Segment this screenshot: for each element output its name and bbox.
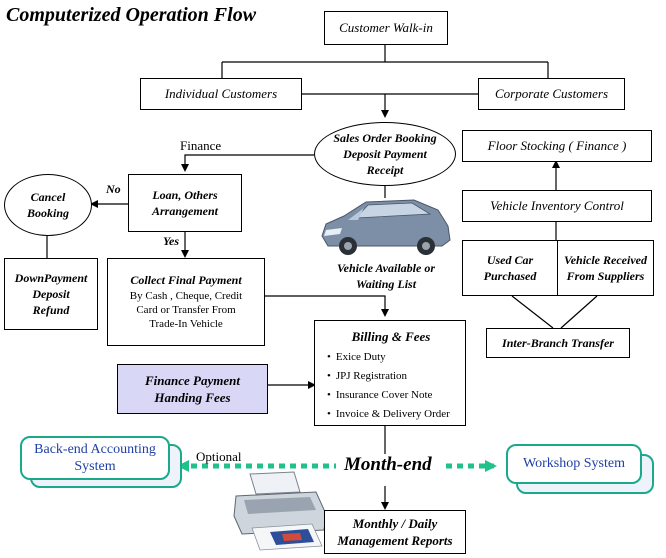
vehicle-available-label: Vehicle Available or Waiting List <box>318 260 454 292</box>
downpayment-line-2: Deposit <box>32 287 70 301</box>
floor-stocking-label: Floor Stocking ( Finance ) <box>487 138 627 153</box>
billing-fees-title: Billing & Fees <box>351 329 431 344</box>
downpayment-line-1: DownPayment <box>14 271 88 285</box>
collect-payment-box: Collect Final Payment By Cash , Cheque, … <box>107 258 265 346</box>
vehicle-available-line-1: Vehicle Available or <box>337 261 435 275</box>
loan-line-2: Arrangement <box>151 204 218 218</box>
month-end-label: Month-end <box>342 454 434 476</box>
workshop-system-label: Workshop System <box>523 456 625 471</box>
vehicle-available-line-2: Waiting List <box>355 277 417 291</box>
billing-item: Insurance Cover Note <box>327 389 450 401</box>
cancel-booking-line-1: Cancel <box>30 190 66 204</box>
collect-payment-line-2: Card or Transfer From <box>136 304 236 316</box>
billing-item: JPJ Registration <box>327 370 450 382</box>
collect-payment-line-1: By Cash , Cheque, Credit <box>129 290 243 302</box>
used-car-line-1: Used Car <box>486 253 534 267</box>
yes-label: Yes <box>163 234 179 248</box>
management-reports-line-2: Management Reports <box>337 533 453 548</box>
used-car-box: Used Car Purchased <box>462 240 558 296</box>
backend-accounting-line-1: Back-end Accounting <box>34 442 156 457</box>
no-label: No <box>106 182 121 196</box>
used-car-line-2: Purchased <box>483 269 537 283</box>
billing-item: Invoice & Delivery Order <box>327 408 450 420</box>
finance-payment-box: Finance Payment Handing Fees <box>117 364 268 414</box>
finance-payment-line-2: Handing Fees <box>154 390 231 405</box>
backend-accounting-line-2: System <box>74 459 116 474</box>
sales-order-oval: Sales Order Booking Deposit Payment Rece… <box>314 122 456 186</box>
finance-label: Finance <box>180 138 222 153</box>
management-reports-box: Monthly / Daily Management Reports <box>324 510 466 554</box>
corporate-customers-box: Corporate Customers <box>478 78 625 110</box>
diagram-title: Computerized Operation Flow <box>6 4 257 26</box>
workshop-system-box: Workshop System <box>506 444 642 484</box>
sales-order-line-2: Deposit Payment <box>343 147 427 161</box>
backend-accounting-box: Back-end Accounting System <box>20 436 170 480</box>
customer-walk-in-box: Customer Walk-in <box>324 11 448 45</box>
vehicle-received-line-1: Vehicle Received <box>564 253 647 267</box>
vehicle-inventory-box: Vehicle Inventory Control <box>462 190 652 222</box>
inter-branch-transfer-box: Inter-Branch Transfer <box>486 328 630 358</box>
management-reports-line-1: Monthly / Daily <box>352 516 438 531</box>
inter-branch-transfer-label: Inter-Branch Transfer <box>502 335 614 350</box>
floor-stocking-box: Floor Stocking ( Finance ) <box>462 130 652 162</box>
optional-label: Optional <box>196 449 242 464</box>
finance-payment-line-1: Finance Payment <box>145 373 240 388</box>
car-illustration <box>321 199 451 255</box>
downpayment-line-3: Refund <box>32 303 70 317</box>
cancel-booking-line-2: Booking <box>26 206 69 220</box>
loan-arrangement-box: Loan, Others Arrangement <box>128 174 242 232</box>
vehicle-received-box: Vehicle Received From Suppliers <box>557 240 654 296</box>
individual-customers-box: Individual Customers <box>140 78 302 110</box>
billing-item: Exice Duty <box>327 351 450 363</box>
printer-illustration <box>233 471 327 551</box>
vehicle-received-line-2: From Suppliers <box>566 269 645 283</box>
corporate-customers-label: Corporate Customers <box>494 86 609 101</box>
billing-fees-box: Billing & Fees Exice Duty JPJ Registrati… <box>314 320 466 426</box>
loan-line-1: Loan, Others <box>152 188 218 202</box>
customer-walk-in-label: Customer Walk-in <box>339 20 433 35</box>
collect-payment-title: Collect Final Payment <box>130 273 242 287</box>
billing-fees-list: Exice Duty JPJ Registration Insurance Co… <box>327 351 450 427</box>
sales-order-line-1: Sales Order Booking <box>333 131 437 145</box>
sales-order-line-3: Receipt <box>366 163 404 177</box>
cancel-booking-oval: Cancel Booking <box>4 174 92 236</box>
downpayment-refund-box: DownPayment Deposit Refund <box>4 258 98 330</box>
vehicle-inventory-label: Vehicle Inventory Control <box>490 198 624 213</box>
collect-payment-line-3: Trade-In Vehicle <box>149 318 223 330</box>
individual-customers-label: Individual Customers <box>164 86 278 101</box>
